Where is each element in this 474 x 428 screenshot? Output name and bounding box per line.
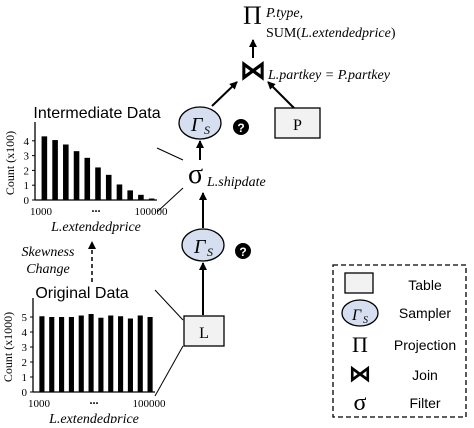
sampler-subscript: S [204,123,210,137]
projection-symbol: Π [243,1,262,30]
legend-projection-symbol: Π [352,332,368,357]
y-tick-label: 5 [22,312,28,324]
bar [95,167,101,200]
question-badge-top [233,119,249,135]
y-tick-label: 3 [22,342,28,354]
connector-filter-to-chart [156,147,184,161]
bar [118,316,124,392]
legend-join-label: Join [412,367,438,383]
y-tick-label: 4 [24,136,30,148]
legend-sampler-label: Sampler [399,305,451,321]
legend-table-label: Table [408,277,442,293]
sampler-node-bottom: Γ S ? [181,228,251,262]
join-condition: L.partkey = P.partkey [267,68,391,83]
y-tick-label: 0 [22,387,28,399]
bar [105,174,112,200]
y-tick-label: 1 [22,372,28,384]
arrow-sampler-to-join [211,81,238,107]
bar [49,317,55,392]
table-node-p: P [274,107,321,139]
bar [116,184,123,200]
y-axis-label: Count (x1000) [1,312,15,382]
bar [137,315,143,392]
legend-filter-symbol: σ [354,390,367,416]
join-symbol: ⋈ [240,56,266,85]
y-axis-label: Count (x100) [3,131,17,195]
bar [63,144,69,200]
sampler-symbol: Γ [193,236,207,258]
legend-table-swatch [344,272,374,294]
legend-sampler-subscript: S [363,315,368,326]
bar [148,198,155,200]
x-tick-label: ... [90,393,99,407]
x-axis-label: L.extendedprice [48,412,139,423]
bar [41,136,48,200]
x-axis-label: L.extendedprice [50,220,141,235]
projection-node: Π P.type, SUM(L.extendedprice) [243,1,396,41]
bar [84,157,91,200]
legend-projection-label: Projection [394,337,456,353]
bar [78,315,84,392]
table-p-label: P [293,117,302,134]
original-chart-title: Original Data [35,285,128,302]
projection-attr-line2: SUM(L.extendedprice) [266,26,396,41]
table-l-label: L [199,325,209,342]
filter-symbol: σ [188,159,203,190]
legend-sampler-symbol: Γ [351,307,362,324]
connector-table-l-to-chart [154,345,184,397]
y-tick-label: 0 [24,195,30,207]
bar [73,151,80,200]
y-tick-label: 4 [22,327,28,339]
legend-filter-label: Filter [409,395,440,411]
question-mark-icon: ? [239,245,246,259]
bar [138,194,144,200]
y-tick-label: 3 [24,151,30,163]
table-node-l: L [183,315,225,347]
x-tick-label: ... [92,201,101,215]
legend-sampler-swatch [341,299,379,327]
skewness-label-line1: Skewness [22,245,75,260]
sampler-subscript: S [207,245,213,259]
bar [127,318,133,392]
y-tick-label: 2 [22,357,28,369]
bar [52,140,58,200]
connector-table-l-to-chart [154,289,184,321]
bar [68,317,74,392]
filter-node: σ L.shipdate [188,159,266,190]
arrow-table-p-to-join [267,81,295,109]
sampler-symbol: Γ [190,114,204,136]
legend-join-symbol: ⋈ [349,361,371,386]
bar [108,315,114,392]
question-badge-bottom [235,243,251,259]
x-tick-label: 100000 [133,398,167,410]
bar [127,190,133,200]
filter-subscript: L.shipdate [206,175,266,190]
question-mark-icon: ? [237,121,244,135]
bar [147,317,153,392]
projection-attr-line1: P.type, [265,6,303,21]
legend: Table Γ S Sampler Π Projection ⋈ Join σ … [332,264,467,418]
x-tick-label: 1000 [28,398,51,410]
join-node: ⋈ L.partkey = P.partkey [240,56,391,85]
sampler-node-top: Γ S ? [178,106,249,140]
skewness-label-line2: Change [26,262,70,277]
bar [39,316,45,392]
bar [88,314,94,392]
y-tick-label: 2 [24,165,30,177]
connector-filter-to-chart [156,187,184,213]
bar [98,317,104,392]
intermediate-chart-title: Intermediate Data [33,105,160,122]
y-tick-label: 1 [24,180,30,192]
x-tick-label: 100000 [135,206,169,218]
x-tick-label: 1000 [30,206,53,218]
bar [59,317,65,392]
